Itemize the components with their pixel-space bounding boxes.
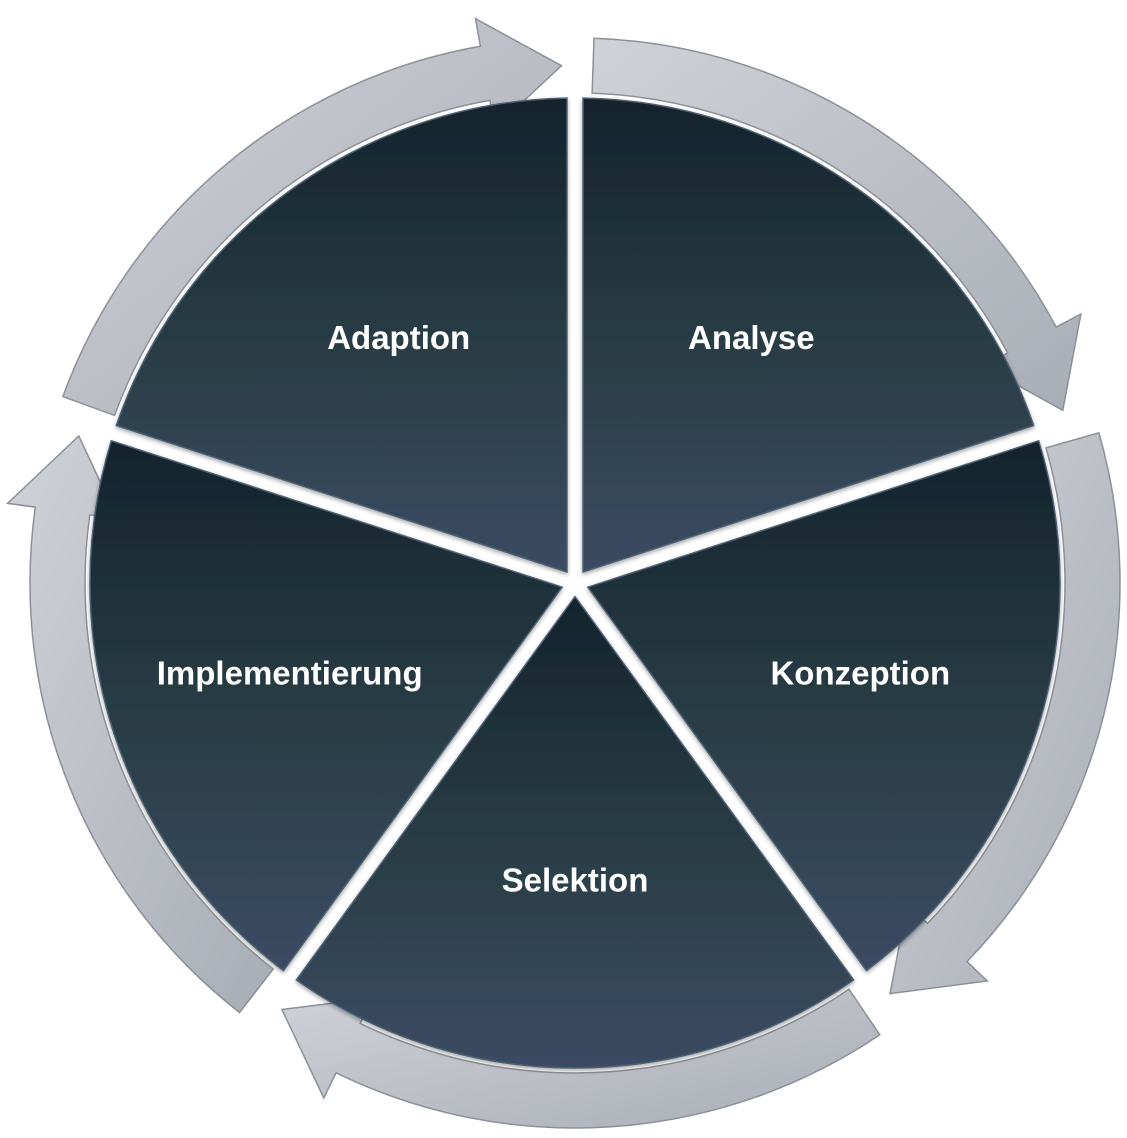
cycle-arrow-selektion: [280, 988, 881, 1129]
cycle-arrow-adaption: [61, 17, 563, 417]
label-implementierung: Implementierung: [157, 654, 423, 691]
cycle-arrow-implementierung: [5, 434, 275, 1014]
cycle-arrow-konzeption: [889, 431, 1121, 995]
cycle-arrow-analyse: [591, 37, 1082, 412]
cycle-arrows: [5, 17, 1121, 1129]
label-konzeption: Konzeption: [770, 654, 950, 691]
segment-selektion: [295, 595, 855, 1069]
label-selektion: Selektion: [502, 862, 649, 899]
label-adaption: Adaption: [327, 319, 470, 356]
segment-analyse: [582, 97, 1035, 574]
segment-implementierung: [89, 439, 564, 972]
segment-adaption: [115, 97, 568, 574]
segment-konzeption: [586, 439, 1061, 972]
label-analyse: Analyse: [688, 319, 815, 356]
cycle-segments: [89, 97, 1061, 1069]
